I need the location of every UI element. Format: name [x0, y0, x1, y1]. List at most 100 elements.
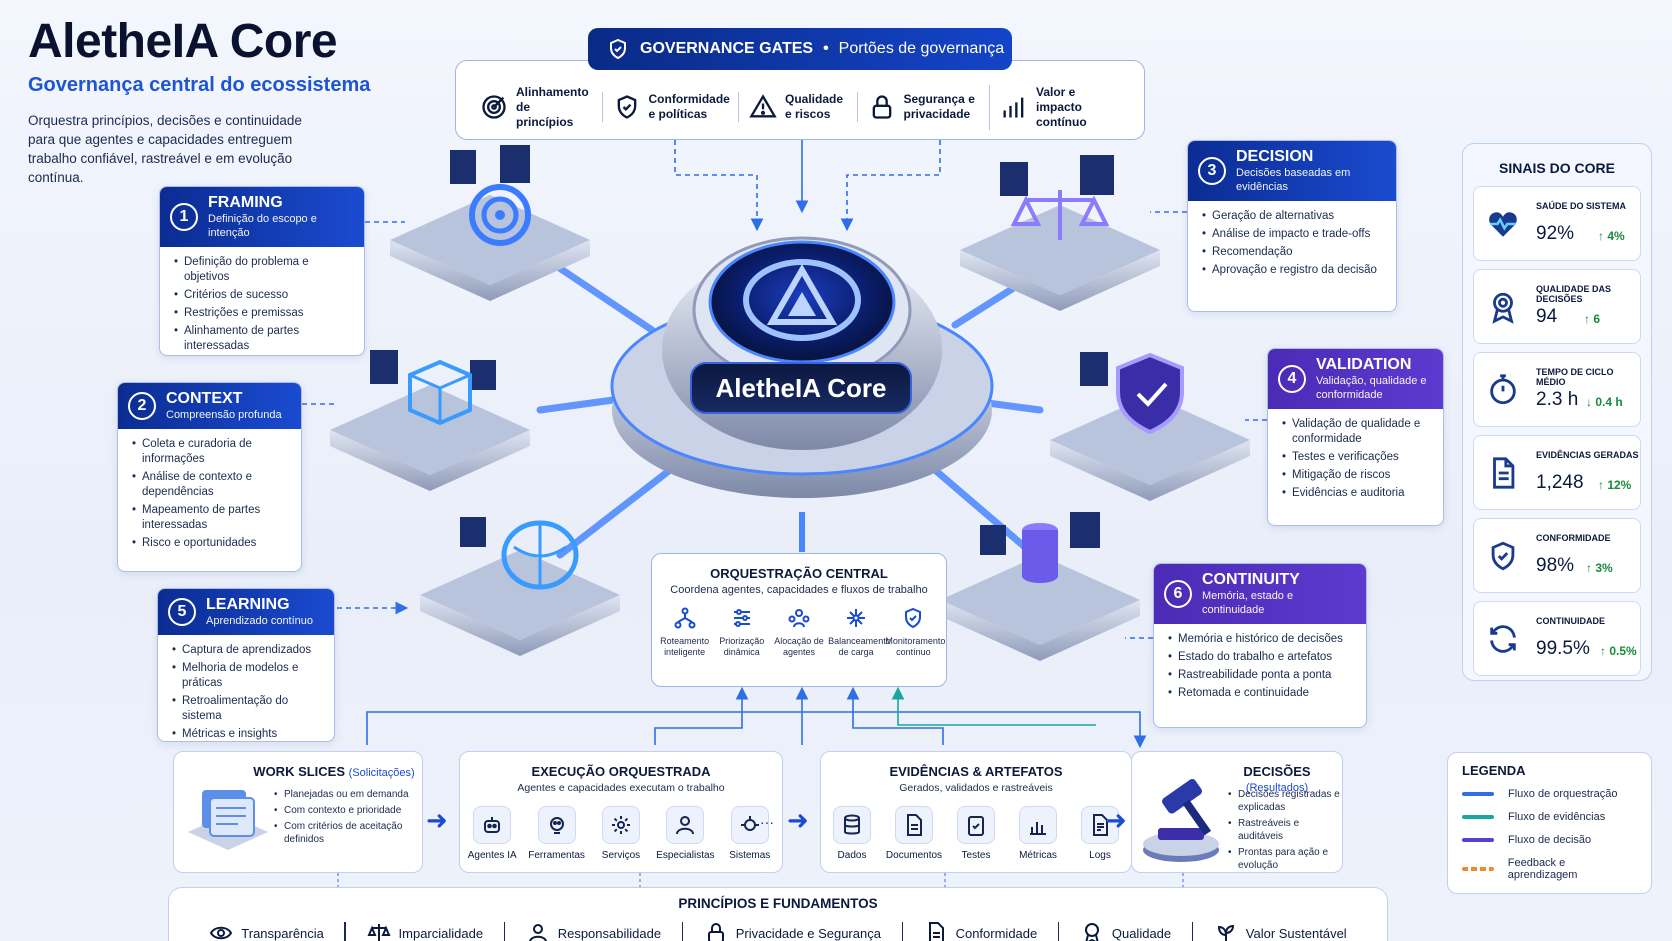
award-icon	[1084, 923, 1099, 941]
signal-label: CONTINUIDADE	[1536, 616, 1605, 626]
orchestration-panel: ORQUESTRAÇÃO CENTRAL Coordena agentes, c…	[651, 553, 947, 687]
stopwatch-icon	[1490, 374, 1516, 405]
execution-items: Agentes IA Ferramentas Serviços Especial…	[460, 806, 782, 861]
document-icon	[907, 814, 922, 836]
evid-item-label: Dados	[837, 850, 867, 861]
execution-subtitle: Agentes e capacidades executam o trabalh…	[517, 782, 725, 794]
bar-chart-icon	[1003, 97, 1024, 118]
orchestration-title: ORQUESTRAÇÃO CENTRAL	[710, 566, 888, 581]
exec-item-agentes[interactable]: Agentes IA	[462, 806, 522, 861]
log-file-icon	[1093, 814, 1108, 836]
gate-seguranca[interactable]: Segurança e privacidade	[856, 92, 986, 122]
bot-tool-icon	[549, 817, 564, 834]
step-subtitle: Validação, qualidade e conformidade	[1316, 375, 1427, 401]
legend-item: Fluxo de orquestração	[1462, 788, 1637, 800]
evidence-title: EVIDÊNCIAS & ARTEFATOS	[889, 764, 1063, 779]
principle-divider	[1057, 922, 1060, 941]
stacked-documents-icon	[188, 790, 268, 850]
exec-item-especialistas[interactable]: Especialistas	[655, 806, 715, 861]
evid-item-documentos[interactable]: Documentos	[884, 806, 944, 861]
users-icon	[788, 609, 810, 628]
list-item: Com critérios de aceitação definidos	[274, 820, 419, 846]
award-icon	[1492, 292, 1514, 324]
step-list: Geração de alternativas Análise de impac…	[1188, 201, 1396, 289]
gate-conformidade[interactable]: Conformidade e políticas	[601, 92, 735, 122]
legend-item: Fluxo de evidências	[1462, 811, 1637, 823]
evid-item-testes[interactable]: Testes	[946, 806, 1006, 861]
step-number: 5	[168, 598, 196, 626]
signal-delta: ↑ 0.5%	[1600, 644, 1637, 658]
legend-swatch	[1462, 867, 1494, 871]
page-title: AletheIA Core	[28, 15, 338, 68]
signal-card: TEMPO DE CICLO MÉDIO 2.3 h ↓ 0.4 h	[1473, 352, 1641, 427]
step-number: 3	[1198, 157, 1226, 185]
step-title: CONTEXT	[166, 390, 243, 407]
framing-platform	[390, 145, 590, 301]
exec-item-label: Ferramentas	[528, 850, 585, 861]
orch-item-roteamento[interactable]: Roteamento inteligente	[657, 606, 713, 658]
gates-title-pt: Portões de governança	[838, 40, 1005, 57]
exec-item-servicos[interactable]: Serviços	[591, 806, 651, 861]
evid-item-label: Documentos	[885, 850, 943, 861]
list-item: Coleta e curadoria de informações	[132, 437, 289, 467]
signal-label: SAÚDE DO SISTEMA	[1536, 201, 1627, 211]
gate-qualidade[interactable]: Qualidade e riscos	[738, 92, 853, 122]
work-slices-title-main: WORK SLICES	[253, 764, 346, 779]
exec-item-sistemas[interactable]: Sistemas	[720, 806, 780, 861]
signal-label: TEMPO DE CICLO MÉDIO	[1536, 367, 1614, 387]
principles-title: PRINCÍPIOS E FUNDAMENTOS	[678, 896, 878, 911]
principle-item[interactable]: Imparcialidade	[367, 921, 483, 941]
orch-item-alocacao[interactable]: Alocação de agentes	[771, 606, 827, 658]
signal-value: 98%	[1536, 555, 1575, 576]
exec-item-ferramentas[interactable]: Ferramentas	[527, 806, 587, 861]
orch-item-monitoramento[interactable]: Monitoramento contínuo	[885, 606, 945, 658]
gate-valor[interactable]: Valor e impacto contínuo	[989, 84, 1130, 130]
person-icon	[676, 816, 695, 835]
evid-item-label: Logs	[1089, 850, 1111, 861]
evid-item-logs[interactable]: Logs	[1070, 806, 1130, 861]
step-title: DECISION	[1236, 148, 1314, 165]
principle-item[interactable]: Conformidade	[924, 921, 1037, 941]
principle-item[interactable]: Valor Sustentável	[1214, 921, 1347, 941]
list-item: Planejadas ou em demanda	[274, 788, 419, 801]
sliders-icon	[733, 609, 750, 627]
evid-item-dados[interactable]: Dados	[822, 806, 882, 861]
legend-swatch	[1462, 838, 1494, 842]
validation-platform	[1050, 352, 1250, 501]
principle-item[interactable]: Privacidade e Segurança	[704, 921, 881, 941]
list-item: Com contexto e prioridade	[274, 804, 419, 817]
bar-chart-icon	[1030, 822, 1046, 835]
evid-item-metricas[interactable]: Métricas	[1008, 806, 1068, 861]
gate-label: Valor e impacto contínuo	[1036, 84, 1087, 129]
gavel-icon	[1143, 778, 1219, 862]
principle-divider	[344, 922, 346, 941]
principle-item[interactable]: Transparência	[209, 921, 324, 941]
list-item: Evidências e auditoria	[1282, 486, 1431, 501]
orch-item-balanceamento[interactable]: Balanceamento de carga	[828, 606, 891, 658]
page-description: Orquestra princípios, decisões e continu…	[28, 113, 302, 185]
page-subtitle: Governança central do ecossistema	[28, 74, 371, 96]
gate-alinhamento[interactable]: Alinhamento de princípios	[470, 85, 598, 130]
principle-divider	[1191, 922, 1194, 941]
principle-item[interactable]: Qualidade	[1080, 921, 1171, 941]
principle-label: Qualidade	[1111, 925, 1172, 941]
continuity-platform	[940, 512, 1140, 661]
person-icon	[528, 924, 547, 941]
principle-item[interactable]: Responsabilidade	[526, 921, 661, 941]
list-item: Rastreáveis e auditáveis	[1228, 817, 1340, 843]
step-list: Coleta e curadoria de informações Anális…	[118, 429, 301, 562]
arrow-right-icon: ➜	[1105, 805, 1127, 835]
principle-label: Privacidade e Segurança	[735, 925, 881, 941]
list-item: Testes e verificações	[1282, 450, 1431, 465]
principle-label: Valor Sustentável	[1245, 925, 1347, 941]
evidence-subtitle: Gerados, validados e rastreáveis	[899, 782, 1053, 794]
legend-label: Fluxo de orquestração	[1508, 788, 1618, 800]
orch-item-priorizacao[interactable]: Priorização dinâmica	[714, 606, 770, 658]
step-title: FRAMING	[208, 194, 283, 211]
orch-item-label: Roteamento inteligente	[660, 636, 710, 657]
